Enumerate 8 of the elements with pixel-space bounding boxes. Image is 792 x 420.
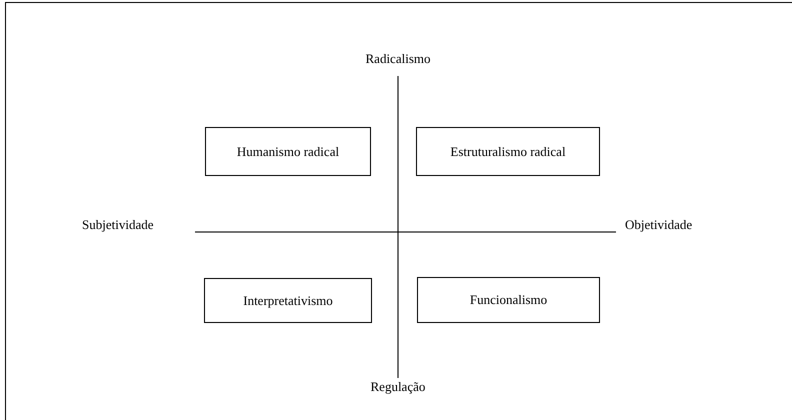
paradigm-box: Funcionalismo: [417, 277, 600, 323]
axis-label: Radicalismo: [366, 51, 430, 66]
paradigm-box: Interpretativismo: [204, 278, 372, 323]
axis-label: Regulação: [370, 379, 426, 394]
axis-label: Objetividade: [625, 217, 692, 232]
paradigm-box: Estruturalismo radical: [416, 127, 600, 176]
paradigm-box: Humanismo radical: [205, 127, 371, 176]
axis-label: Subjetividade: [82, 217, 154, 232]
